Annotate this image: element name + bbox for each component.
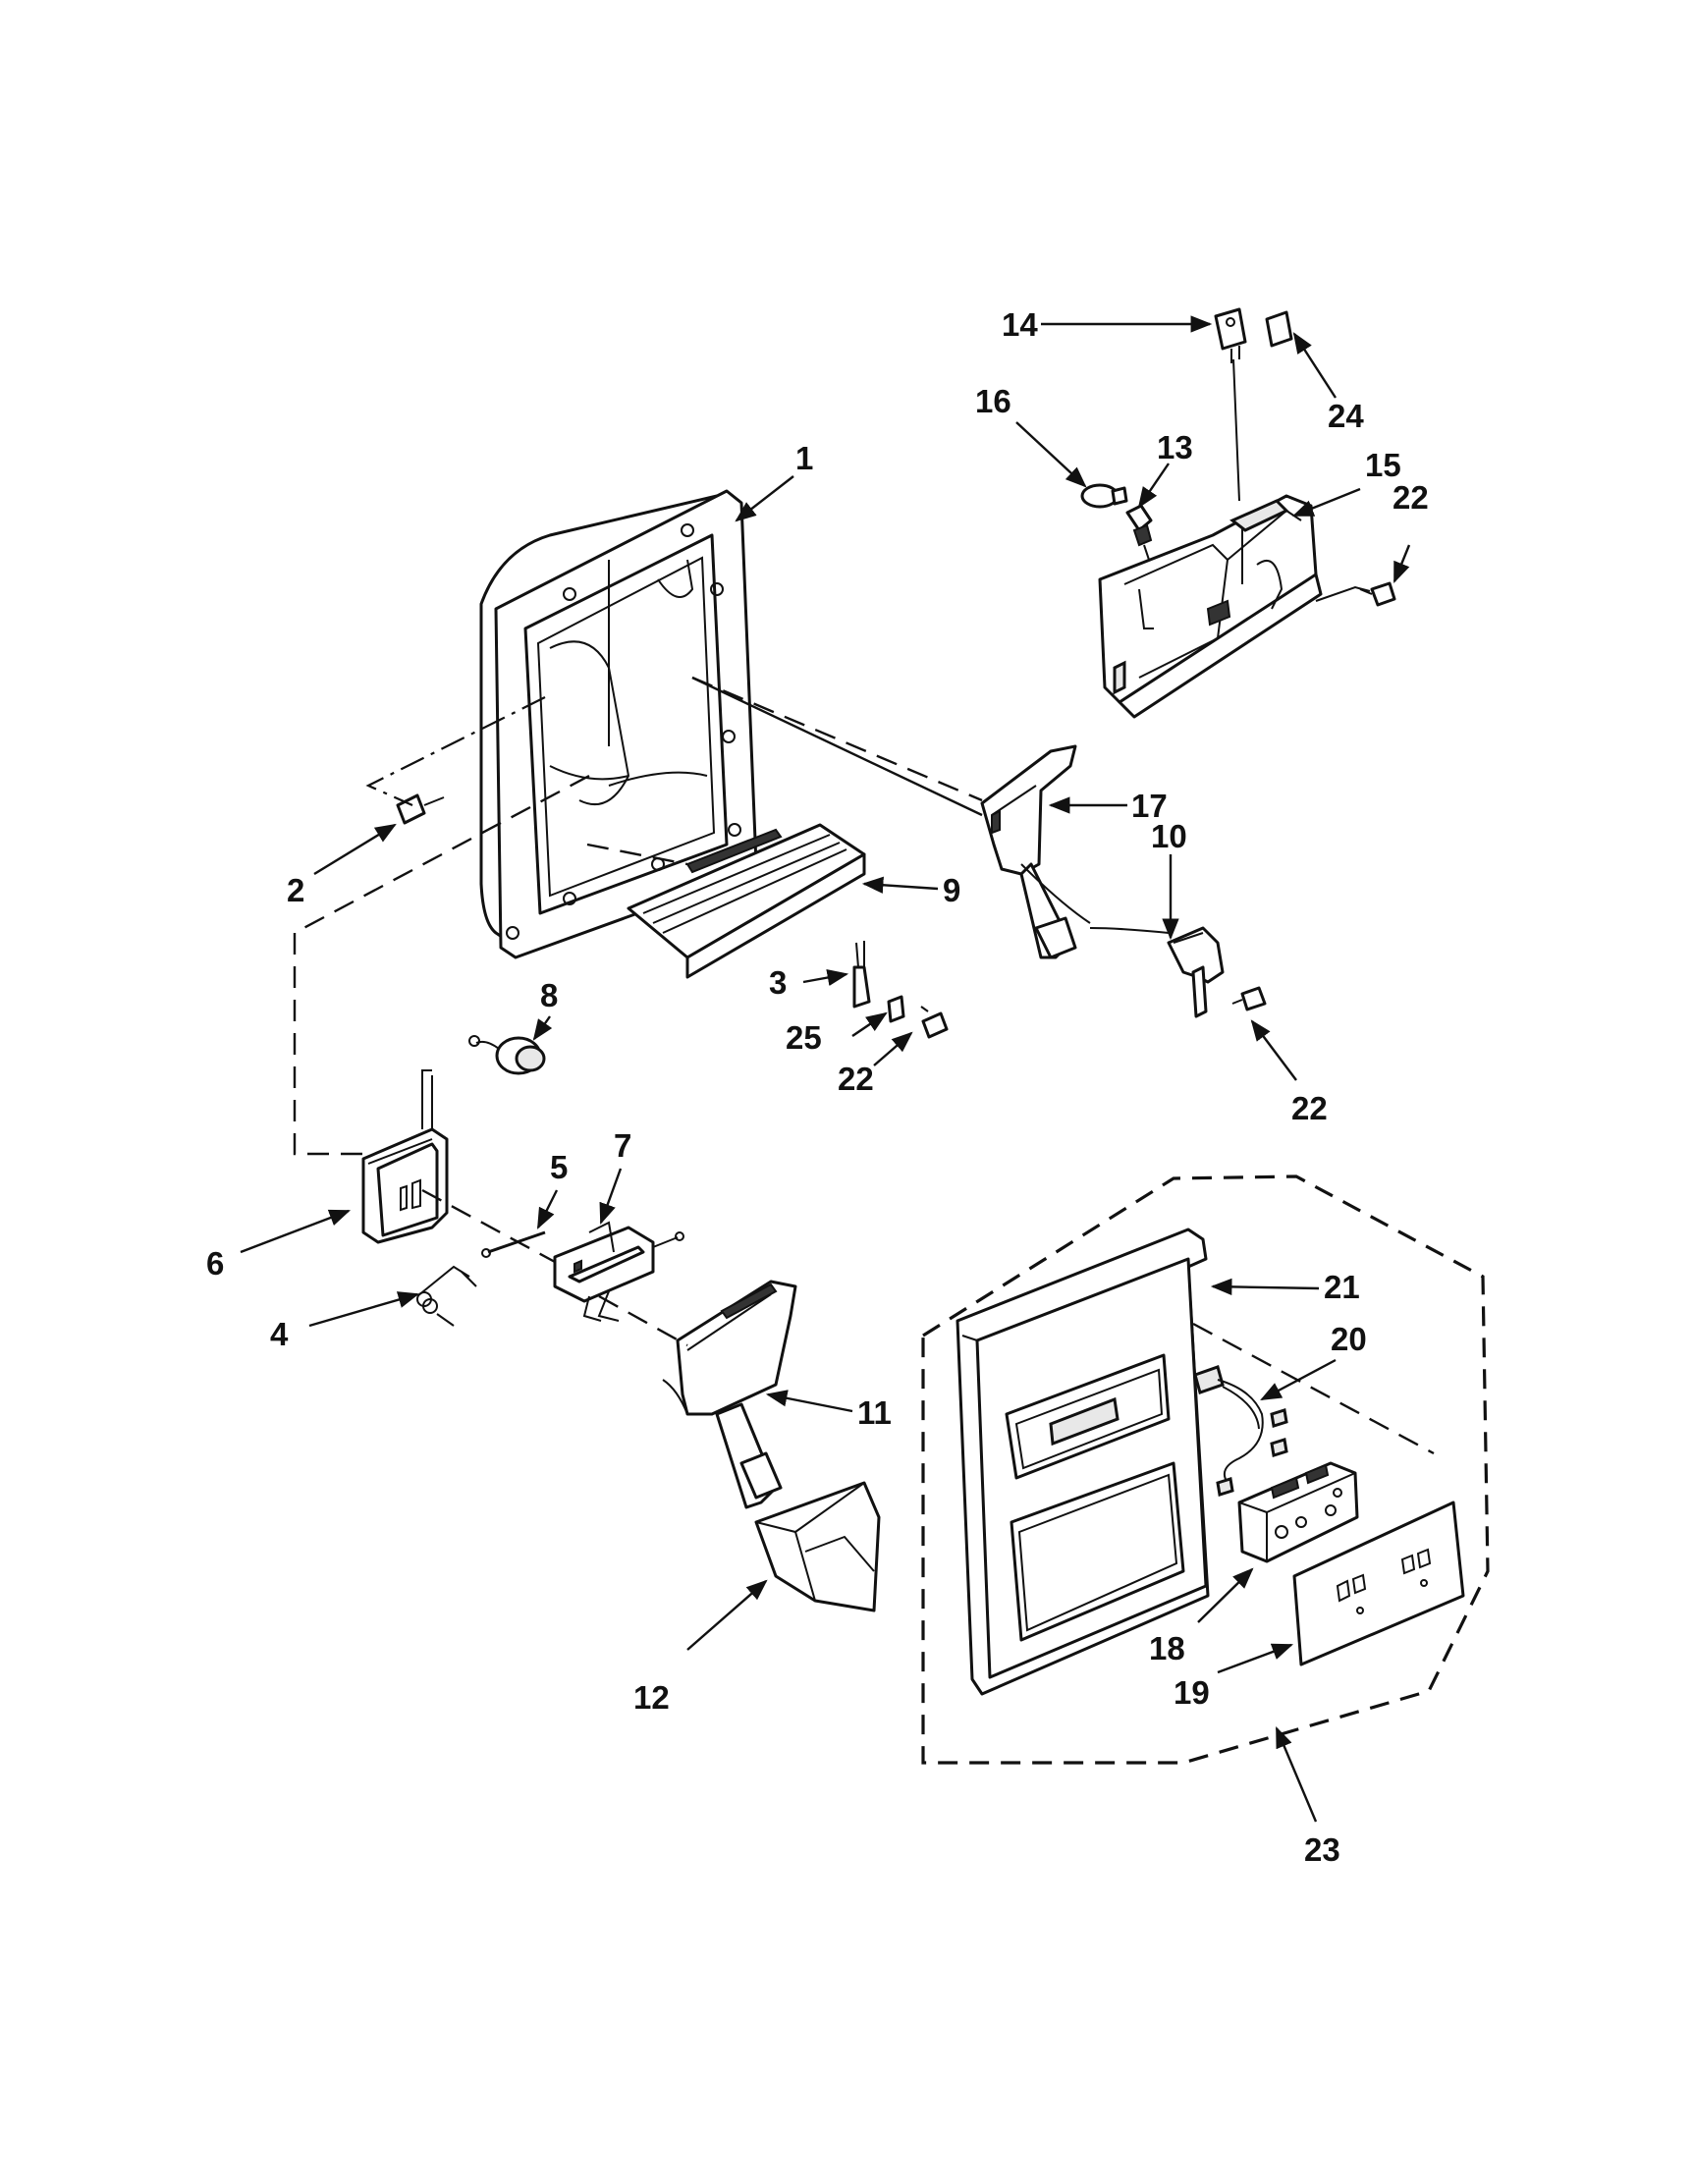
callout-12: 12	[633, 1679, 670, 1716]
callout-7: 7	[614, 1127, 631, 1164]
part-2-screw	[396, 793, 445, 825]
part-15-control-housing	[1098, 494, 1323, 719]
part-17-actuator-lever	[980, 744, 1091, 959]
part-20-wire-harness	[1193, 1365, 1288, 1497]
callout-8: 8	[540, 977, 558, 1013]
part-22-screw-center	[920, 1006, 949, 1039]
callout-11: 11	[857, 1394, 892, 1431]
callout-16: 16	[975, 383, 1011, 419]
callout-22-right: 22	[1291, 1090, 1328, 1126]
callout-5: 5	[550, 1149, 568, 1185]
callout-22-center: 22	[838, 1061, 874, 1097]
callout-6: 6	[206, 1245, 224, 1282]
callout-19: 19	[1174, 1674, 1210, 1711]
part-1-dispenser-housing	[479, 489, 758, 959]
part-22-screw-top	[1359, 581, 1396, 607]
part-5-pivot-pin	[481, 1230, 546, 1258]
part-9-grille	[627, 823, 866, 979]
part-3-switch-actuator	[852, 941, 871, 1009]
part-13-lamp-socket	[1125, 504, 1153, 561]
callout-23: 23	[1304, 1831, 1340, 1868]
assembly-lines	[293, 358, 1435, 1455]
part-24-insulator	[1265, 310, 1293, 348]
part-19-control-label	[1292, 1501, 1465, 1666]
callout-15: 15	[1365, 447, 1401, 483]
part-6-dispenser-motor	[361, 1069, 449, 1244]
callout-18: 18	[1149, 1630, 1185, 1666]
callout-22-top: 22	[1393, 479, 1429, 516]
callout-20: 20	[1331, 1321, 1367, 1357]
callout-13: 13	[1157, 429, 1193, 465]
callout-2: 2	[287, 872, 304, 908]
part-8-solenoid	[468, 1035, 546, 1075]
callout-labels: 1 2 3 4 5 6 7 8 9 10 11 12 13 14 15 16 1…	[206, 306, 1429, 1868]
part-21-dispenser-front	[956, 1228, 1210, 1696]
callout-1: 1	[795, 440, 813, 476]
callout-10: 10	[1151, 818, 1187, 854]
part-16-light-bulb	[1080, 483, 1128, 509]
callout-3: 3	[769, 964, 787, 1001]
part-11-ice-chute-door	[662, 1280, 797, 1509]
part-12-ice-chute	[754, 1481, 881, 1612]
part-7-ice-door-solenoid	[553, 1221, 684, 1322]
part-22-screw-right	[1231, 986, 1267, 1011]
callout-25: 25	[786, 1019, 822, 1056]
callout-17: 17	[1131, 788, 1168, 824]
callout-14: 14	[1002, 306, 1038, 343]
part-14-switch	[1214, 307, 1247, 363]
part-25-insulator	[887, 995, 905, 1023]
callout-21: 21	[1324, 1269, 1360, 1305]
callout-leaders	[240, 315, 1411, 1823]
part-18-control-board	[1237, 1461, 1359, 1563]
callout-24: 24	[1328, 398, 1364, 434]
part-23-assembly-outline	[921, 1174, 1490, 1765]
part-4-spring	[416, 1265, 477, 1327]
callout-4: 4	[270, 1316, 289, 1352]
callout-9: 9	[943, 872, 960, 908]
part-10-water-lever	[1089, 926, 1225, 1018]
